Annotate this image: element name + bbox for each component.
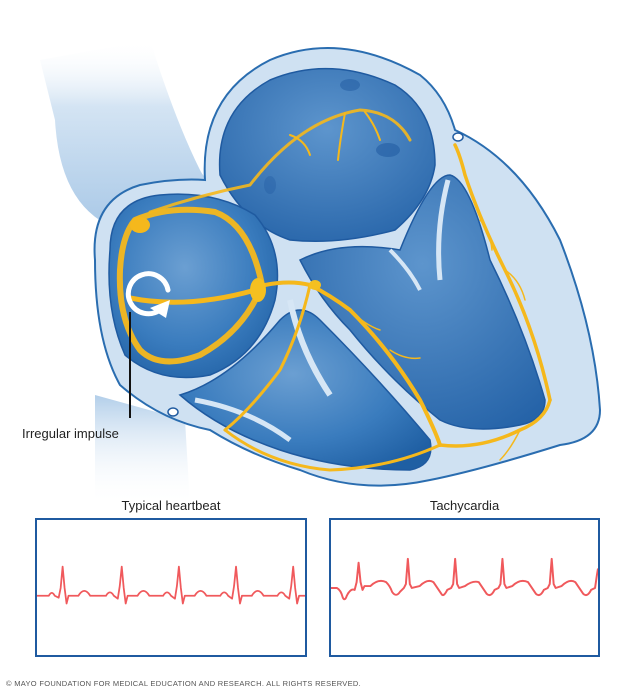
right-ventricle — [178, 309, 432, 471]
typical-heartbeat-ecg-panel — [35, 518, 307, 657]
left-ventricle — [298, 174, 546, 430]
sa-node — [130, 217, 150, 233]
conduction-pathways — [116, 108, 552, 472]
irregular-impulse-label: Irregular impulse — [22, 426, 119, 441]
tachycardia-trace — [331, 557, 598, 601]
inferior-vena-cava — [95, 395, 190, 505]
his-node — [309, 280, 321, 290]
typical-heartbeat-title: Typical heartbeat — [121, 498, 221, 513]
heart-illustration — [40, 40, 602, 505]
copyright-notice: © MAYO FOUNDATION FOR MEDICAL EDUCATION … — [6, 679, 361, 688]
tachycardia-title: Tachycardia — [429, 498, 500, 513]
av-node — [250, 278, 266, 302]
left-atrium — [218, 67, 436, 242]
circular-arrow-icon — [125, 271, 171, 318]
typical-heartbeat-trace — [37, 565, 305, 605]
tachycardia-ecg-panel — [329, 518, 600, 657]
